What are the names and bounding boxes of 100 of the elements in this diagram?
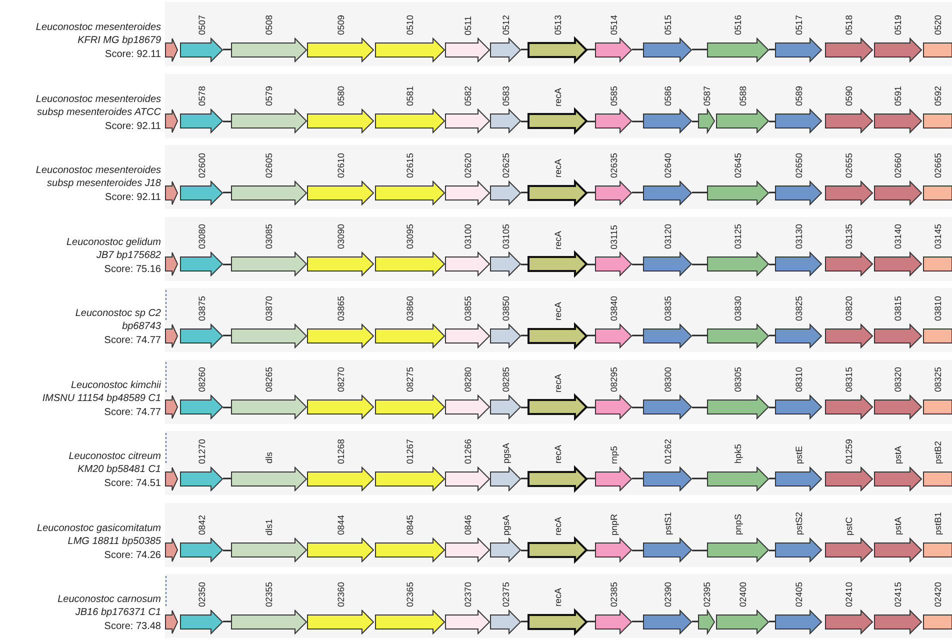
connector-line [521,120,528,122]
gene-label: 08270 [336,367,346,392]
gene-label: 03130 [794,224,804,250]
connector-line [769,620,775,622]
gene-label: 0842 [196,515,206,536]
gene-label: 02350 [196,582,206,607]
connector-line [223,620,231,622]
gene-label: 08325 [932,367,942,392]
gene-label: 0508 [264,14,274,35]
gene-label: 03815 [893,296,903,321]
gene-label: pstB2 [932,440,942,464]
gene-label: 03085 [264,224,274,250]
gene-label: 03825 [794,296,804,321]
genome-label: Leuconostoc gelidum JB7 bp175682 [65,236,161,262]
connector-line [632,620,643,622]
gene-label: 03870 [264,296,274,321]
gene-label: 02415 [893,582,903,607]
score-text: Score: 73.48 [104,620,161,633]
genome-label: Leuconostoc kimchii IMSNU 11154 bp48589 C1 [41,378,161,404]
connector-line [769,478,775,480]
gene-label: 02640 [662,152,672,178]
gene-label: 02620 [462,152,472,178]
gene-label: 0590 [844,86,854,106]
score-text: Score: 92.11 [105,191,161,204]
gene-label: 02625 [500,152,510,178]
gene-label: recA [552,374,562,392]
gene-label: 0520 [932,14,942,35]
connector-line [223,478,231,480]
gene-label: recA [552,302,562,321]
gene-label: recA [552,516,562,536]
gene-label: 0585 [608,86,618,106]
connector-line [223,120,231,122]
gene-label: 0519 [893,14,903,35]
gene-label: 08295 [608,367,618,392]
genome-label: Leuconostoc sp C2 bp68743 [74,307,161,333]
connector-line [769,263,775,265]
gene-label: dls1 [264,518,274,536]
score-text: Score: 74.77 [104,406,161,418]
gene-label: 0588 [738,86,748,106]
gene-label: rnp5 [608,446,618,464]
gene-label: 02375 [500,582,510,607]
gene-label: 01270 [196,438,206,464]
gene-label: 08305 [733,367,743,392]
gene-label: 03850 [500,296,510,321]
gene-label: recA [552,88,562,106]
gene-label: 0592 [932,86,942,106]
gene-label: 03120 [662,224,672,250]
gene-label: recA [552,230,562,250]
connector-line [632,406,643,408]
gene-label: recA [552,159,562,178]
gene-label: 08285 [500,367,510,392]
gene-label: 02370 [462,582,472,607]
connector-line [769,406,775,408]
gene-label: 01259 [844,438,854,464]
gene-label: 0510 [405,14,415,35]
connector-line [769,120,775,122]
genome-label: Leuconostoc gasicomitatum LMG 18811 bp50385 [36,522,161,548]
connector-line [632,334,643,336]
score-text: Score: 74.51 [104,477,161,490]
gene-label: 08300 [662,367,672,392]
connector-line [521,48,528,50]
gene-label: 0513 [552,14,562,35]
gene-label: 02355 [264,582,274,607]
gene-label: 02655 [844,152,854,178]
gene-label: 02385 [608,582,618,607]
connector-line [587,620,595,622]
gene-label: 03820 [844,296,854,321]
connector-line [223,192,231,194]
connector-line [692,549,707,551]
gene-label: 02420 [932,582,942,607]
gene-label: 03095 [405,224,415,250]
gene-label: 08320 [893,367,903,392]
gene-label: 02365 [405,582,415,607]
gene-label: 03860 [405,296,415,321]
connector-line [587,549,595,551]
gene-label: 02615 [405,152,415,178]
gene-label: 01262 [662,438,672,464]
connector-line [521,620,528,622]
gene-label: 0579 [264,86,274,106]
connector-line [632,263,643,265]
score-text: Score: 74.77 [104,334,161,347]
gene-label: hpk5 [733,444,743,464]
gene-label: 01266 [462,438,472,464]
gene-label: 02410 [844,582,854,607]
gene-label: 08260 [196,367,206,392]
connector-line [521,263,528,265]
gene-label: 03125 [733,224,743,250]
gene-label: 0511 [462,16,472,35]
gene-label: 03135 [844,224,854,250]
gene-label: pstE [794,446,804,464]
genome-label: Leuconostoc carnosum JB16 bp176371 C1 [56,593,161,619]
gene-label: 0518 [844,14,854,35]
gene-label: pstS1 [662,512,672,536]
connector-line [587,478,595,480]
connector-line [587,192,595,194]
gene-label: 0583 [500,86,510,106]
gene-label: 02610 [336,152,346,178]
gene-label: 0582 [462,86,472,106]
gene-label: 0514 [608,14,618,35]
gene-label: 02390 [662,582,672,607]
